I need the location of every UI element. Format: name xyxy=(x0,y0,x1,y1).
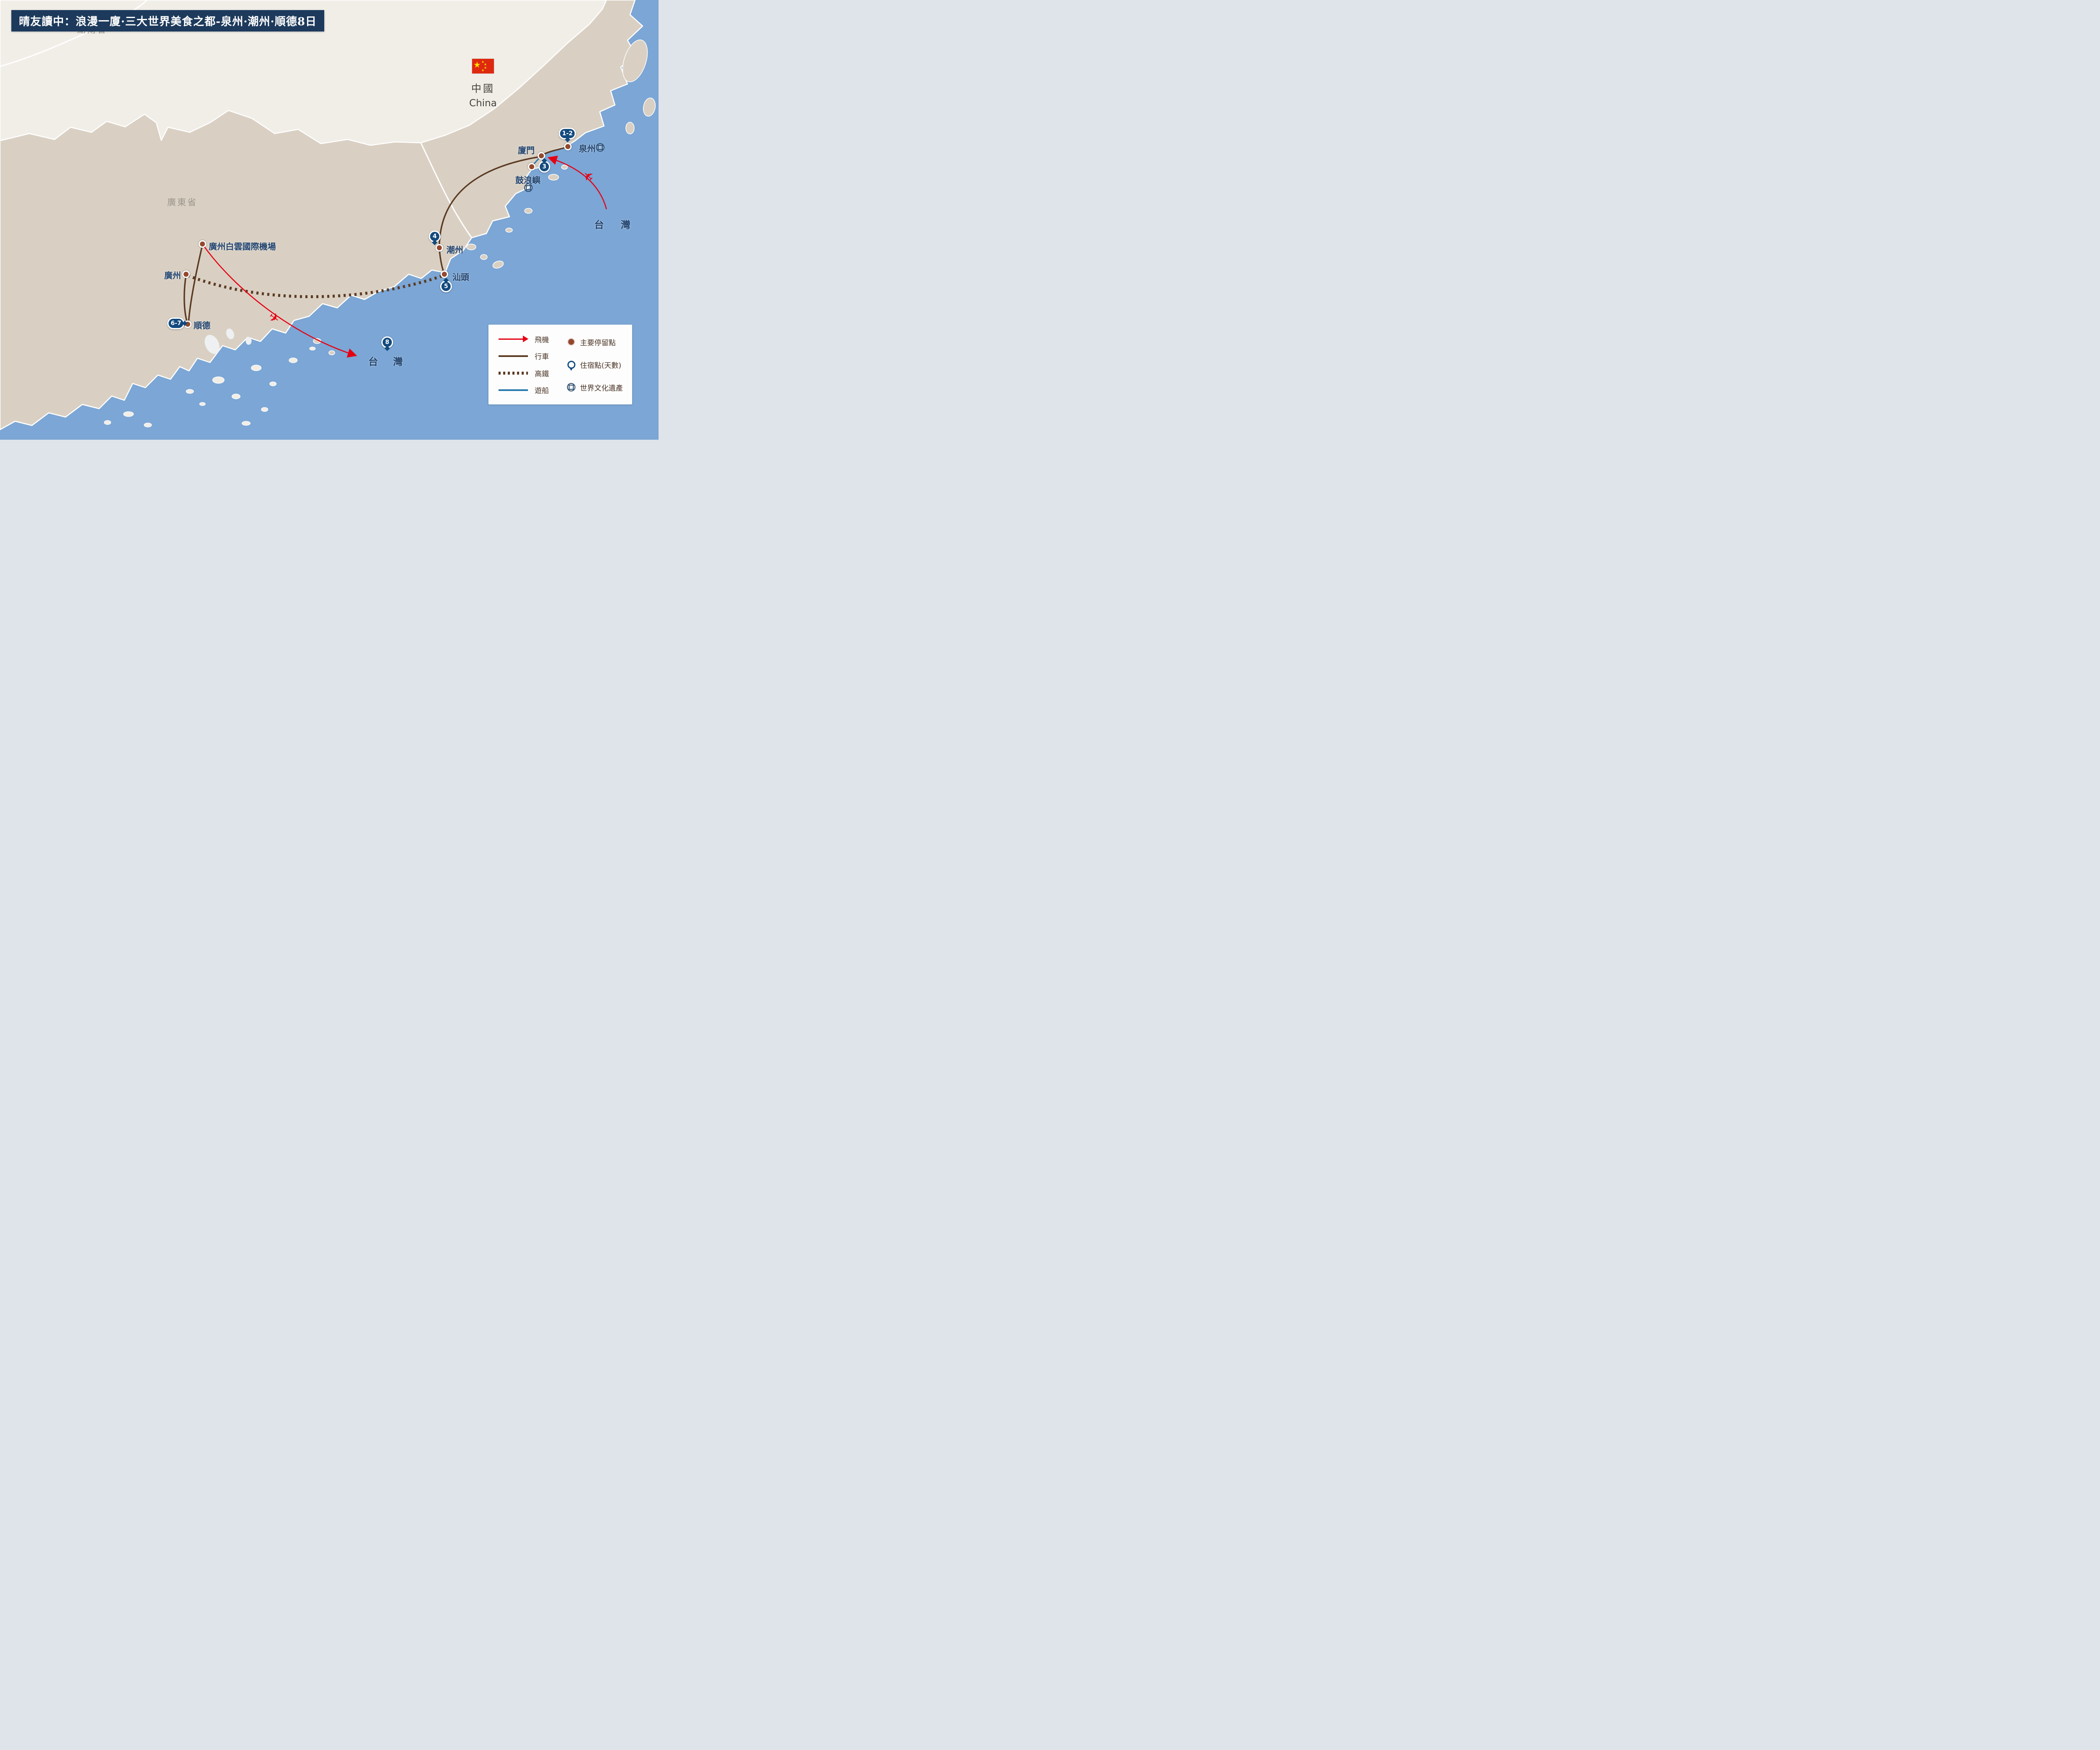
page-title: 晴友讀中：浪漫一廈·三大世界美食之都-泉州·潮州·順德8日 xyxy=(19,16,317,28)
legend-item-rail: 高鐵 xyxy=(499,368,566,378)
route-rail-guangzhou-shantou xyxy=(187,274,443,298)
legend-item-flight: 飛機 xyxy=(499,334,566,344)
legend-item-cruise: 遊船 xyxy=(499,385,566,395)
cruise-line-icon xyxy=(499,389,528,391)
day-badge-shantou: 5 xyxy=(440,281,452,292)
route-drive-guangzhou-shunde xyxy=(184,274,188,324)
route-flight-taiwan-xiamen xyxy=(547,155,607,210)
city-label-shantou: 汕頭 xyxy=(452,272,469,282)
stop-dot-guangzhou-airport xyxy=(199,240,206,248)
legend-item-stop: 主要停留點 xyxy=(566,337,629,347)
province-label-guangdong: 廣東省 xyxy=(167,197,197,207)
svg-text:★: ★ xyxy=(481,68,484,72)
svg-text:★: ★ xyxy=(484,66,487,70)
country-name-zh: 中國 xyxy=(471,83,495,94)
svg-text:★: ★ xyxy=(484,63,487,66)
city-label-xiamen: 廈門 xyxy=(518,145,535,155)
estuary-patches xyxy=(205,328,252,354)
drive-line-icon xyxy=(499,355,528,357)
flight-arrow-icon xyxy=(499,338,523,340)
legend-item-stay: 住宿點(天數) xyxy=(566,359,629,370)
world-heritage-icon-gulangyu xyxy=(524,184,533,192)
city-label-quanzhou: 泉州 xyxy=(579,144,596,154)
route-drive-airport-shunde xyxy=(188,244,203,323)
city-label-guangzhou-airport: 廣州白雲國際機場 xyxy=(209,241,276,252)
city-label-guangzhou: 廣州 xyxy=(164,270,181,281)
legend: 飛機 行車 高鐵 遊船 主要停留點 住宿點(天數) xyxy=(488,325,632,404)
legend-route-column: 飛機 行車 高鐵 遊船 xyxy=(499,331,566,399)
border-guangdong-fujian xyxy=(420,142,472,238)
stay-pin-icon xyxy=(567,360,575,369)
stop-dot-quanzhou xyxy=(564,143,572,150)
svg-text:★: ★ xyxy=(481,60,484,64)
stop-dot-guangzhou xyxy=(182,270,190,278)
itinerary-map-screen: 晴友讀中：浪漫一廈·三大世界美食之都-泉州·潮州·順德8日 湖南省 廣東省 ★ … xyxy=(0,0,659,440)
region-label-taiwan-east: 台灣 xyxy=(594,220,647,231)
world-heritage-icon xyxy=(567,383,575,391)
legend-item-heritage: 世界文化遺產 xyxy=(566,382,629,393)
route-flight-airport-taiwan xyxy=(202,245,357,358)
day-badge-xiamen: 3 xyxy=(538,161,550,173)
legend-marker-column: 主要停留點 住宿點(天數) 世界文化遺產 xyxy=(566,331,629,399)
day-badge-quanzhou: 1-2 xyxy=(559,128,576,139)
legend-item-drive: 行車 xyxy=(499,351,566,361)
day-badge-taiwan: 8 xyxy=(381,336,393,348)
country-name-en: China xyxy=(469,98,497,109)
islands-light xyxy=(104,346,316,428)
rail-dotted-line-icon xyxy=(499,371,528,375)
stop-dot-chaozhou xyxy=(436,244,443,252)
city-label-gulangyu: 鼓浪嶼 xyxy=(515,175,541,185)
stop-dot-xiamen xyxy=(538,152,545,160)
map-canvas xyxy=(0,0,659,440)
svg-text:★: ★ xyxy=(473,60,481,70)
stop-dot-shantou xyxy=(441,270,448,278)
day-badge-chaozhou: 4 xyxy=(429,231,441,242)
world-heritage-icon-quanzhou xyxy=(596,143,604,152)
stop-dot-gulangyu xyxy=(528,163,536,171)
day-badge-shunde: 6-7 xyxy=(167,317,185,329)
title-banner: 晴友讀中：浪漫一廈·三大世界美食之都-泉州·潮州·順德8日 xyxy=(11,10,325,31)
city-label-shunde: 順德 xyxy=(194,320,210,331)
stop-dot-icon xyxy=(568,339,574,345)
route-drive-xiamen-chaozhou xyxy=(438,156,541,247)
region-label-taiwan-south: 台灣 xyxy=(368,357,418,367)
city-label-chaozhou: 潮州 xyxy=(446,245,463,255)
country-block: ★ ★ ★ ★ ★ 中國 China xyxy=(461,59,505,109)
china-flag-icon: ★ ★ ★ ★ ★ xyxy=(472,59,494,73)
islands xyxy=(313,39,656,355)
